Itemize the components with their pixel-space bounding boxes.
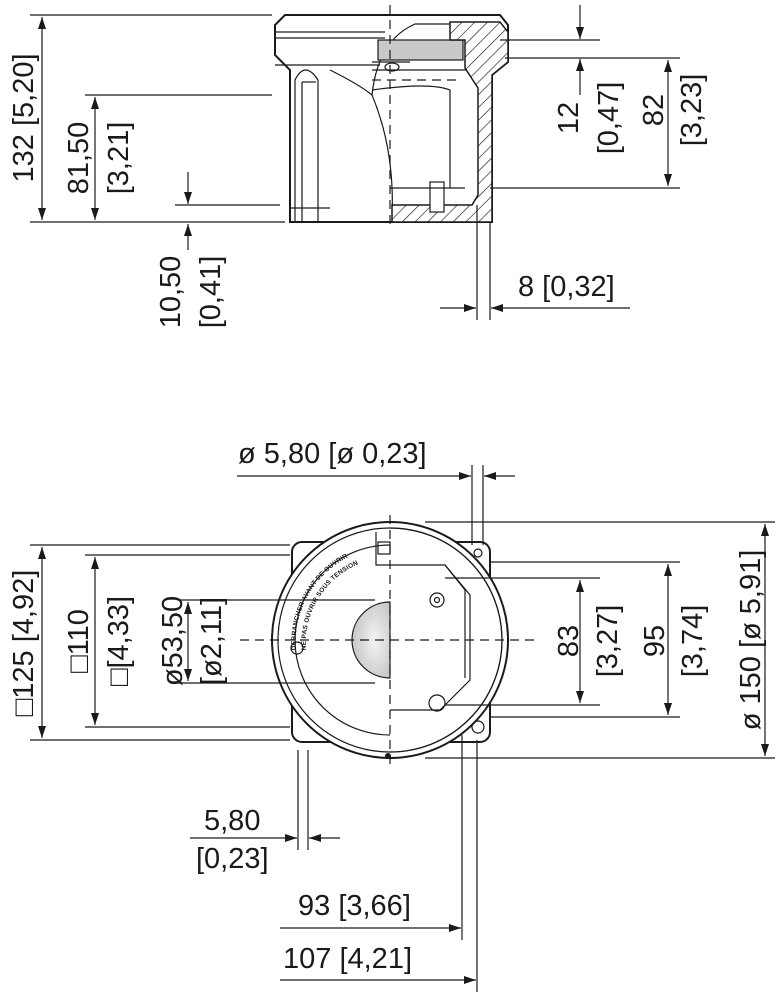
dim-offset-mm: 5,80 [204,805,260,837]
dim-square-110-mm: □110 [63,609,95,673]
dim-hole-diameter: ø 5,80 [ø 0,23] [238,438,427,470]
dim-inner-mm: 82 [638,94,670,126]
dim-cap-mm: 12 [553,102,585,134]
dim-inner-95-mm: 95 [639,625,671,657]
dim-offset-in: [0,23] [196,843,269,875]
dim-body-height-mm: 81,50 [63,122,95,195]
dim-wall: 8 [0,32] [518,271,615,303]
dim-square-125: □125 [4,92] [8,570,40,717]
dim-inner-83-in: [3,27] [592,605,624,678]
dim-overall-height: 132 [5,20] [8,54,40,183]
dim-inner-in: [3,23] [676,74,708,147]
dim-inner-95-in: [3,74] [677,605,709,678]
dim-window-mm: ø53,50 [157,596,189,686]
top-dimensions: ø 5,80 [ø 0,23] □125 [4,92] □110 □[4,33]… [8,438,775,992]
dim-base-mm: 10,50 [155,256,187,329]
dim-outer-diameter: ø 150 [ø 5,91] [735,550,767,731]
dim-square-110-in: □[4,33] [103,596,135,686]
dim-hole-spacing: 93 [3,66] [298,890,411,922]
dim-body-height-in: [3,21] [103,122,135,195]
side-section-view [274,5,509,230]
dim-overall-width: 107 [4,21] [283,943,412,975]
side-dimensions: 132 [5,20] 81,50 [3,21] 10,50 [0,41] 12 … [8,5,708,328]
dim-inner-83-mm: 83 [553,625,585,657]
dim-base-in: [0,41] [195,256,227,329]
dim-window-in: [ø2,11] [196,597,228,685]
top-view: DEBRANCHER AVANT DE OUVRIR NE PAS OUVRIR… [240,515,540,765]
dim-cap-in: [0,47] [593,82,625,155]
